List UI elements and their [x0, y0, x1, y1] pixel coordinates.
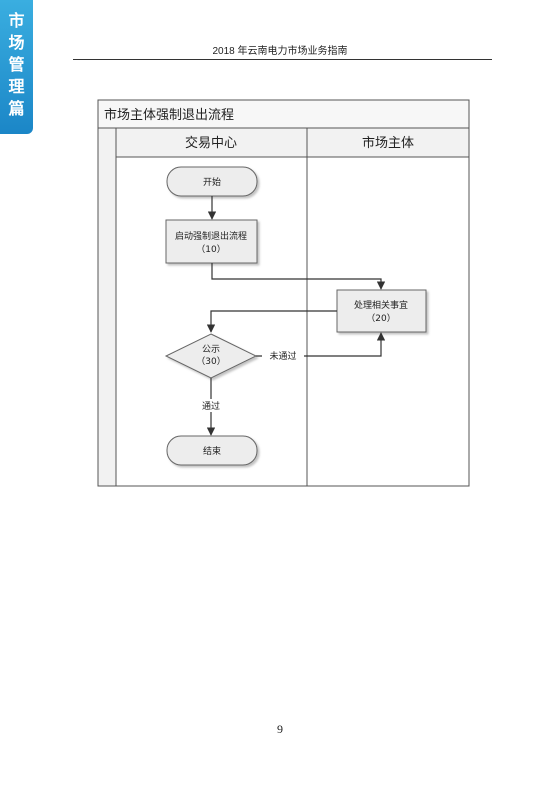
- fail-edge-label: 未通过: [269, 350, 296, 362]
- document-header: 2018 年云南电力市场业务指南: [212, 46, 348, 57]
- section-tab-char: 场: [8, 33, 25, 52]
- section-tab-char: 管: [8, 55, 25, 74]
- lane-label-trading-center: 交易中心: [185, 135, 237, 151]
- section-tab-char: 市: [8, 11, 25, 30]
- end-node-label: 结束: [203, 445, 221, 457]
- end-node: [166, 435, 258, 466]
- section-tab: 市 场 管 理 篇: [0, 0, 33, 134]
- pass-edge-label: 通过: [202, 400, 220, 412]
- section-tab-char: 篇: [8, 99, 25, 118]
- handle-matters-code: （20）: [366, 313, 395, 324]
- edge-handle-publicize: [206, 310, 337, 333]
- lane-label-market-entity: 市场主体: [362, 135, 414, 151]
- pool-strip: [97, 127, 117, 487]
- publicize-decision-code: （30）: [196, 356, 225, 367]
- flowchart-title: 市场主体强制退出流程: [104, 107, 234, 123]
- fail-label-bg: [262, 349, 304, 362]
- page-number: 9: [277, 722, 283, 736]
- launch-process-node: [165, 219, 258, 264]
- launch-process-label: 启动强制退出流程: [175, 230, 247, 242]
- flowchart-title-bar: [97, 99, 470, 129]
- launch-process-code: （10）: [196, 244, 225, 255]
- header-divider: [73, 59, 492, 60]
- lane-header-trading-center: [115, 127, 308, 158]
- start-node-label: 开始: [203, 176, 221, 188]
- section-tab-char: 理: [8, 77, 25, 96]
- edge-launch-handle: [211, 263, 386, 290]
- handle-matters-label: 处理相关事宜: [354, 299, 408, 311]
- lane-header-market-entity: [306, 127, 470, 158]
- handle-matters-node: [336, 289, 427, 333]
- publicize-decision-label: 公示: [202, 344, 220, 355]
- pass-label-bg: [198, 399, 224, 412]
